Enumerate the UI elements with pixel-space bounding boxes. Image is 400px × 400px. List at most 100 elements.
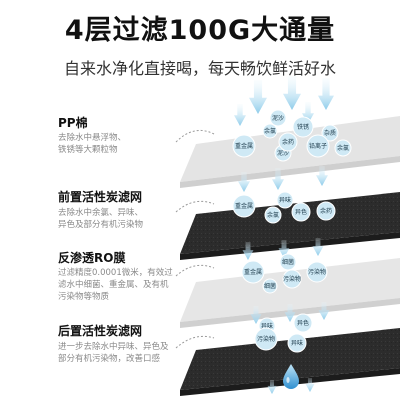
layer-1-desc-line: 铁锈等大颗粒物 [58,145,118,155]
layer-1-desc-line: 去除水中悬浮物、 [58,133,127,143]
layer-4-desc-line: 部分有机污染物，改善口感 [58,354,161,364]
particle-circle [276,191,294,209]
particle: 余氯 [262,123,278,139]
down-arrow-icon [267,380,277,394]
particle-circle [306,134,330,158]
layer-4-title: 后置活性炭滤网 [58,324,143,338]
layer-4-desc: 进一步去除水中异味、异色及 部分有机污染物，改善口感 [58,341,176,365]
page-subtitle: 自来水净化直接喝，每天畅饮鲜活好水 [63,59,336,78]
particle-label: 重金属 [235,142,253,150]
particle: 异色 [293,313,313,333]
particle-circle [316,201,336,221]
layer-3-desc-line: 滤水中细菌、重金属、及有机 [58,280,169,290]
down-arrow-icon [305,378,315,392]
particle-circle [287,333,307,353]
layer-2-desc-line: 去除水中余氯、异味、 [58,208,144,218]
down-arrow-icon [318,302,330,320]
particle-label: 异味 [261,322,273,330]
particle: 异味 [276,191,294,209]
particle: 铅离子 [306,134,330,158]
down-arrow-icon [242,242,254,260]
particle-label: 异色 [297,319,309,327]
down-arrow-icon [272,168,284,190]
water-drop-icon [283,364,299,389]
particle-label: 余氯 [264,127,276,135]
particle: 污染物 [306,261,328,283]
particle: 污染物 [254,327,278,351]
particle: 重金属 [232,194,256,218]
particle: 余药 [316,201,336,221]
layer-3-desc: 过滤精度0.0001微米，有效过 滤水中细菌、重金属、及有机 污染物等物质 [58,267,176,303]
particle-circle [262,278,278,294]
particle: 异味 [287,333,307,353]
particle-label: 异味 [279,196,291,204]
layer-2-desc-line: 异色及部分有机污染物 [58,220,144,230]
particle-circle [278,132,298,152]
particle: 余氯 [334,139,352,157]
particle-label: 污染物 [283,275,301,283]
particle-label: 细菌 [282,258,294,266]
layer-4-desc-line: 进一步去除水中异味、异色及 [58,342,169,352]
down-arrow-icon [238,172,250,192]
drop-highlight [286,377,290,383]
dashed-curved-arrow-icon [175,264,215,277]
particle-circle [292,116,314,138]
down-arrow-icon [249,80,267,114]
particle-label: 余氯 [267,211,279,219]
particle-label: 细菌 [264,282,276,290]
particle-circle [254,327,278,351]
layer-1-title: PP棉 [58,116,88,130]
layer-2-desc: 去除水中余氯、异味、 异色及部分有机污染物 [58,207,176,231]
particle-label: 异色 [295,208,307,216]
particle-circle [264,206,282,224]
particle-label: 余氯 [337,144,349,152]
down-arrow-icon [283,76,301,110]
particle: 重金属 [241,260,265,284]
particle-label: 重金属 [235,202,253,210]
particle: 余氯 [264,206,282,224]
down-arrow-icon [278,240,290,258]
down-arrow-icon [250,306,262,324]
particle-label: 铅离子 [309,142,327,150]
dashed-curved-arrow-icon [175,335,215,349]
particle-circle [282,269,302,289]
particle: 铁锈 [292,116,314,138]
particle: 细菌 [262,278,278,294]
down-arrow-icon [312,238,324,256]
particle-circle [291,202,311,222]
layer-3-desc-line: 污染物等物质 [58,292,110,302]
particle: 重金属 [232,134,256,158]
particle-circle [241,260,265,284]
particle-circle [321,124,339,142]
particle: 细菌 [279,253,297,271]
page-title: 4层过滤100G大通量 [64,15,336,46]
down-arrow-icon [234,104,246,126]
layer-1-desc: 去除水中悬浮物、 铁锈等大颗粒物 [58,132,176,156]
particle-label: 泥沙 [277,149,289,157]
particle-label: 余药 [282,138,294,146]
particle-circle [269,109,287,127]
particle: 异色 [291,202,311,222]
layer-3-title: 反渗透RO膜 [58,251,126,265]
dashed-curved-arrow-icon [175,129,215,143]
particle-label: 重金属 [244,268,262,276]
down-arrow-icon [318,78,334,110]
particle: 余药 [278,132,298,152]
particle-circle [279,253,297,271]
particle: 污染物 [282,269,302,289]
particle-label: 异味 [291,339,303,347]
particle-circle [334,139,352,157]
particle-label: 污染物 [308,268,326,276]
particle-label: 铁锈 [297,123,309,131]
dashed-curved-arrow-icon [175,200,215,213]
particle-circle [262,123,278,139]
particle-circle [306,261,328,283]
particle-circle [293,313,313,333]
particle-circle [232,134,256,158]
layer-2-slab [180,192,400,260]
layer-3-desc-line: 过滤精度0.0001微米，有效过 [58,268,173,278]
particle-circle [232,194,256,218]
layer-2-title: 前置活性炭滤网 [58,190,143,204]
particle-label: 泥沙 [272,114,284,122]
